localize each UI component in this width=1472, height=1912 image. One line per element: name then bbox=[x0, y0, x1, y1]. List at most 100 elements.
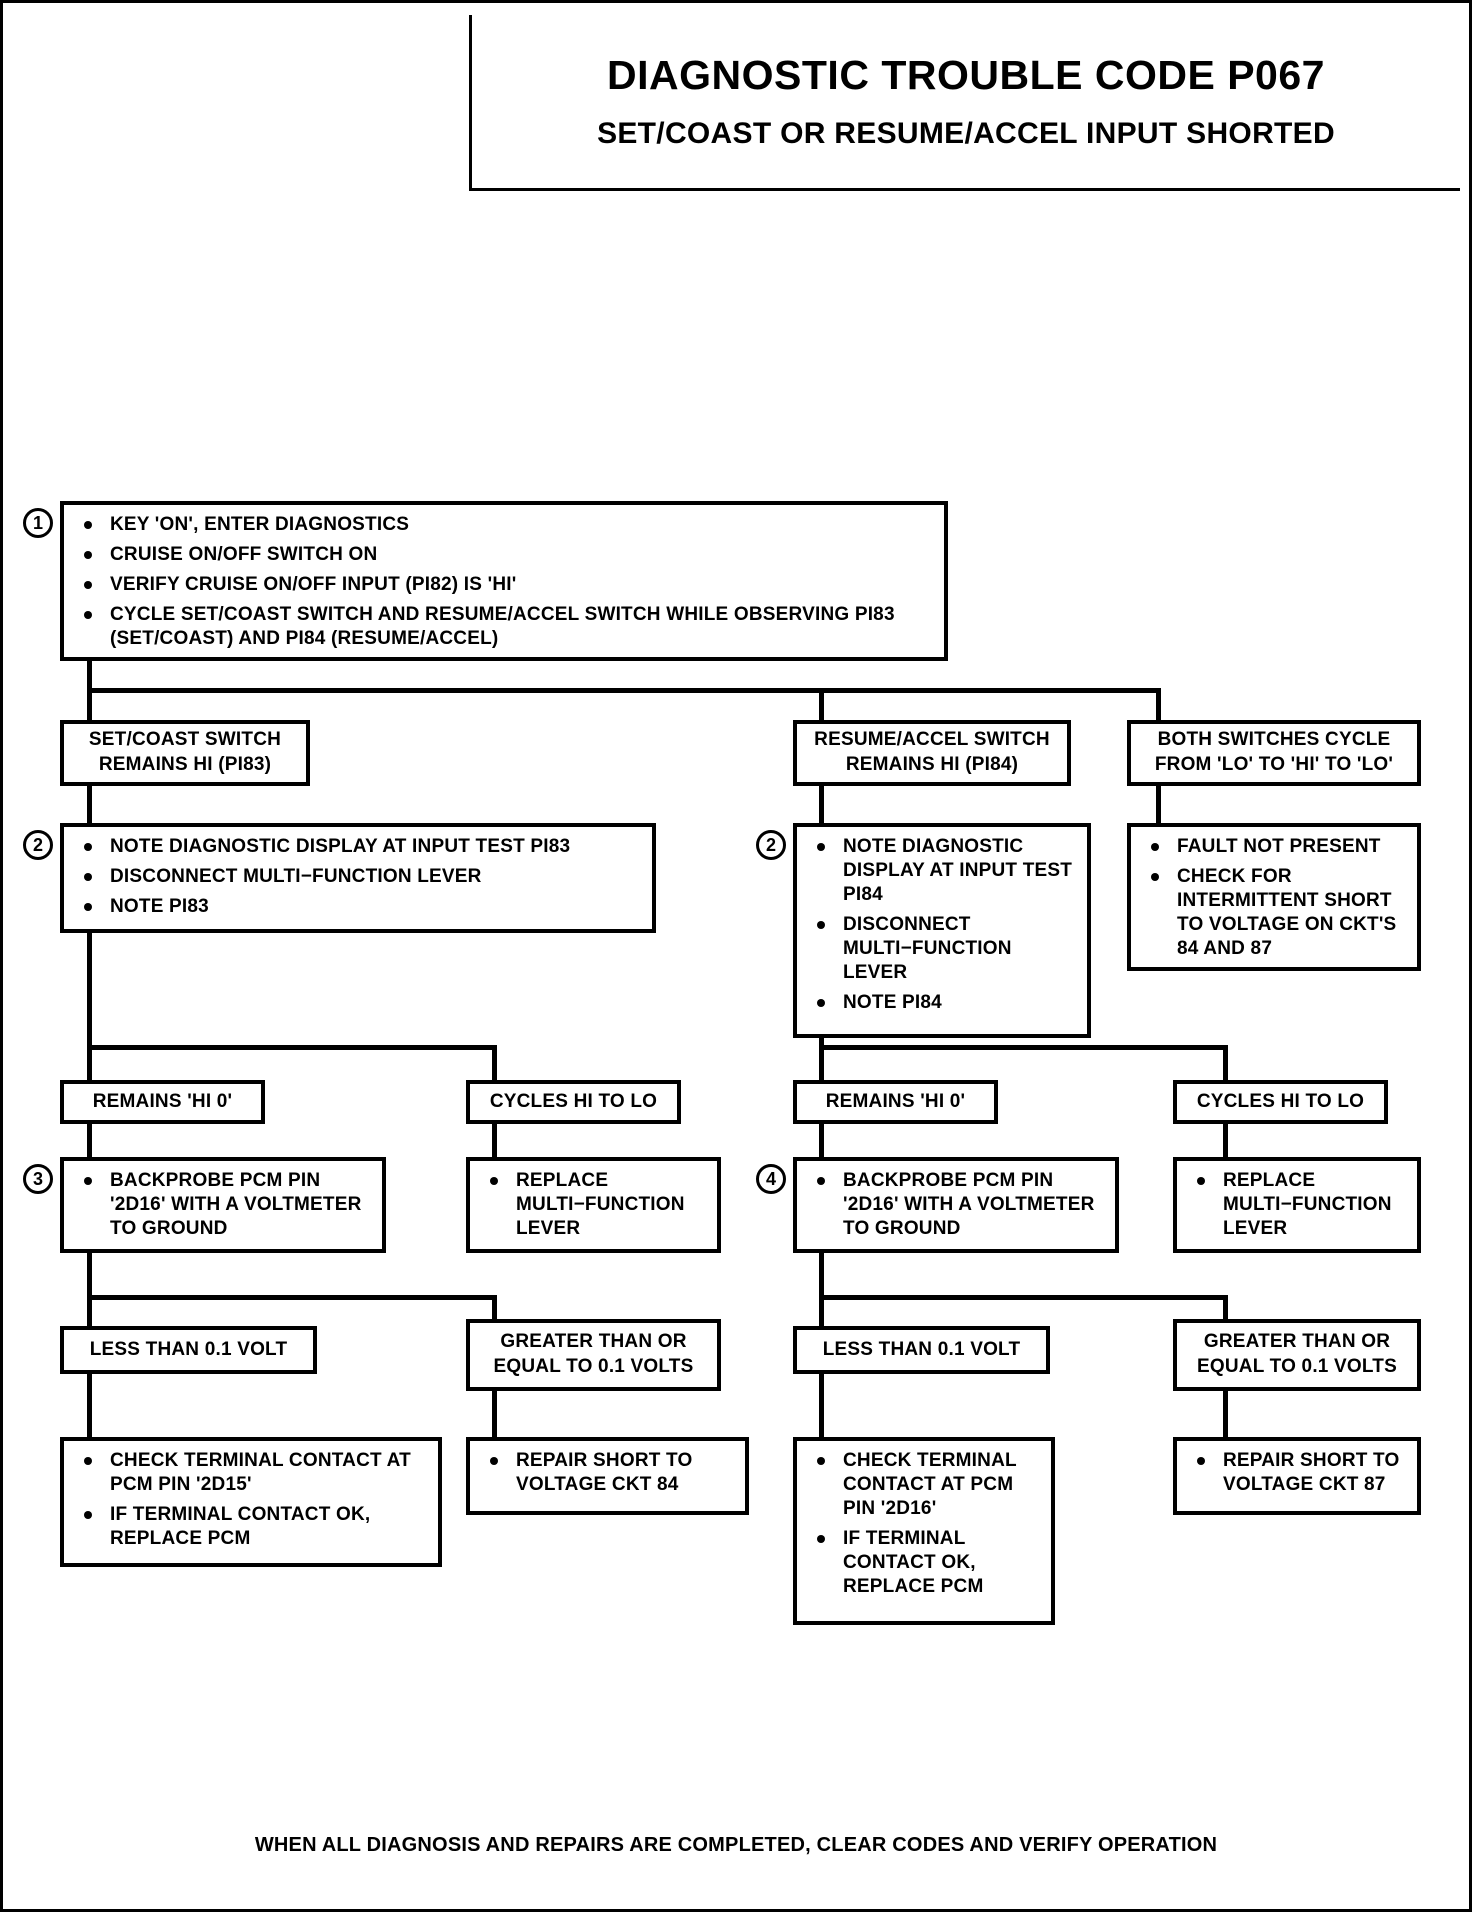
list-item: NOTE PI83 bbox=[74, 895, 642, 919]
voltage-greater-right-box: GREATER THAN OR EQUAL TO 0.1 VOLTS bbox=[1173, 1319, 1421, 1391]
result-remains-hi-right-box: REMAINS 'HI 0' bbox=[793, 1080, 998, 1124]
connector-less-left-down bbox=[87, 1374, 92, 1437]
step-2-right-box: NOTE DIAGNOSTIC DISPLAY AT INPUT TEST PI… bbox=[793, 823, 1091, 1038]
step-number-1: 1 bbox=[23, 508, 53, 538]
step-3-bullet-list: BACKPROBE PCM PIN '2D16' WITH A VOLTMETE… bbox=[74, 1169, 372, 1241]
connector-branch-right bbox=[1156, 688, 1161, 721]
check-terminal-left-bullet-list: CHECK TERMINAL CONTACT AT PCM PIN '2D15'… bbox=[74, 1449, 428, 1551]
result-label: REMAINS 'HI 0' bbox=[92, 1090, 233, 1112]
result-cycles-left-box: CYCLES HI TO LO bbox=[466, 1080, 681, 1124]
step-2-left-bullet-list: NOTE DIAGNOSTIC DISPLAY AT INPUT TEST PI… bbox=[74, 835, 642, 919]
list-item: VERIFY CRUISE ON/OFF INPUT (PI82) IS 'HI… bbox=[74, 573, 934, 597]
result-cycles-right-box: CYCLES HI TO LO bbox=[1173, 1080, 1388, 1124]
list-item: CHECK TERMINAL CONTACT AT PCM PIN '2D16' bbox=[807, 1449, 1041, 1521]
replace-lever-right-bullet-list: REPLACE MULTI−FUNCTION LEVER bbox=[1187, 1169, 1407, 1241]
step-number-2-left: 2 bbox=[23, 830, 53, 860]
list-item: KEY 'ON', ENTER DIAGNOSTICS bbox=[74, 513, 934, 537]
connector-step2-right-down bbox=[819, 1038, 824, 1080]
connector-result-bus-left bbox=[87, 1045, 497, 1050]
branch-line-1: SET/COAST SWITCH bbox=[88, 729, 282, 751]
connector-remains-right-down bbox=[819, 1124, 824, 1157]
branch-both-cycle-box: BOTH SWITCHES CYCLE FROM 'LO' TO 'HI' TO… bbox=[1127, 720, 1421, 786]
connector-cycles-right-down bbox=[1223, 1045, 1228, 1080]
repair-short-left-box: REPAIR SHORT TO VOLTAGE CKT 84 bbox=[466, 1437, 749, 1515]
replace-lever-left-box: REPLACE MULTI−FUNCTION LEVER bbox=[466, 1157, 721, 1253]
footer-note: WHEN ALL DIAGNOSIS AND REPAIRS ARE COMPL… bbox=[254, 1834, 1218, 1856]
voltage-less-left-box: LESS THAN 0.1 VOLT bbox=[60, 1326, 317, 1374]
repair-short-right-bullet-list: REPAIR SHORT TO VOLTAGE CKT 87 bbox=[1187, 1449, 1407, 1497]
title-header: DIAGNOSTIC TROUBLE CODE P067 SET/COAST O… bbox=[469, 15, 1460, 191]
step-number-2-right: 2 bbox=[756, 830, 786, 860]
list-item: IF TERMINAL CONTACT OK, REPLACE PCM bbox=[807, 1527, 1041, 1599]
page-subtitle: SET/COAST OR RESUME/ACCEL INPUT SHORTED bbox=[597, 117, 1335, 150]
repair-short-left-bullet-list: REPAIR SHORT TO VOLTAGE CKT 84 bbox=[480, 1449, 735, 1497]
connector-result-bus-right bbox=[819, 1045, 1228, 1050]
step-3-box: BACKPROBE PCM PIN '2D16' WITH A VOLTMETE… bbox=[60, 1157, 386, 1253]
result-remains-hi-left-box: REMAINS 'HI 0' bbox=[60, 1080, 265, 1124]
list-item: DISCONNECT MULTI−FUNCTION LEVER bbox=[74, 865, 642, 889]
list-item: NOTE PI84 bbox=[807, 991, 1077, 1015]
connector-branch-mid bbox=[819, 688, 824, 721]
connector-less-right-down bbox=[819, 1374, 824, 1437]
step-number-3: 3 bbox=[23, 1164, 53, 1194]
voltage-line-1: GREATER THAN OR bbox=[500, 1331, 687, 1353]
voltage-label: LESS THAN 0.1 VOLT bbox=[89, 1338, 288, 1360]
connector-branch-left bbox=[87, 688, 92, 721]
step-2-left-box: NOTE DIAGNOSTIC DISPLAY AT INPUT TEST PI… bbox=[60, 823, 656, 933]
list-item: CYCLE SET/COAST SWITCH AND RESUME/ACCEL … bbox=[74, 603, 934, 651]
list-item: REPLACE MULTI−FUNCTION LEVER bbox=[1187, 1169, 1407, 1241]
replace-lever-right-box: REPLACE MULTI−FUNCTION LEVER bbox=[1173, 1157, 1421, 1253]
branch-line-1: RESUME/ACCEL SWITCH bbox=[814, 729, 1050, 751]
connector-greater-right-down-2 bbox=[1223, 1391, 1228, 1437]
step-4-bullet-list: BACKPROBE PCM PIN '2D16' WITH A VOLTMETE… bbox=[807, 1169, 1105, 1241]
fault-not-present-bullet-list: FAULT NOT PRESENT CHECK FOR INTERMITTENT… bbox=[1141, 835, 1407, 961]
voltage-line-2: EQUAL TO 0.1 VOLTS bbox=[1197, 1356, 1397, 1377]
list-item: NOTE DIAGNOSTIC DISPLAY AT INPUT TEST PI… bbox=[807, 835, 1077, 907]
list-item: DISCONNECT MULTI−FUNCTION LEVER bbox=[807, 913, 1077, 985]
list-item: NOTE DIAGNOSTIC DISPLAY AT INPUT TEST PI… bbox=[74, 835, 642, 859]
connector-branch-bus bbox=[87, 688, 1161, 693]
check-terminal-left-box: CHECK TERMINAL CONTACT AT PCM PIN '2D15'… bbox=[60, 1437, 442, 1567]
check-terminal-right-box: CHECK TERMINAL CONTACT AT PCM PIN '2D16'… bbox=[793, 1437, 1055, 1625]
connector-setcoast-down bbox=[87, 786, 92, 824]
connector-greater-right-down bbox=[1223, 1295, 1228, 1326]
connector-step4-down bbox=[819, 1253, 824, 1326]
page-title: DIAGNOSTIC TROUBLE CODE P067 bbox=[607, 52, 1325, 98]
voltage-greater-left-box: GREATER THAN OR EQUAL TO 0.1 VOLTS bbox=[466, 1319, 721, 1391]
connector-cycles-left-down bbox=[492, 1045, 497, 1080]
branch-line-2: FROM 'LO' TO 'HI' TO 'LO' bbox=[1154, 754, 1394, 775]
result-label: CYCLES HI TO LO bbox=[489, 1090, 658, 1112]
branch-line-2: REMAINS HI (PI83) bbox=[98, 754, 272, 775]
branch-set-coast-box: SET/COAST SWITCH REMAINS HI (PI83) bbox=[60, 720, 310, 786]
list-item: FAULT NOT PRESENT bbox=[1141, 835, 1407, 859]
step-1-box: KEY 'ON', ENTER DIAGNOSTICS CRUISE ON/OF… bbox=[60, 501, 948, 661]
step-2-right-bullet-list: NOTE DIAGNOSTIC DISPLAY AT INPUT TEST PI… bbox=[807, 835, 1077, 1015]
result-label: REMAINS 'HI 0' bbox=[825, 1090, 966, 1112]
step-number-4: 4 bbox=[756, 1164, 786, 1194]
list-item: REPAIR SHORT TO VOLTAGE CKT 87 bbox=[1187, 1449, 1407, 1497]
branch-line-2: REMAINS HI (PI84) bbox=[845, 754, 1019, 775]
connector-both-down bbox=[1156, 786, 1161, 824]
connector-remains-left-down bbox=[87, 1124, 92, 1157]
fault-not-present-box: FAULT NOT PRESENT CHECK FOR INTERMITTENT… bbox=[1127, 823, 1421, 971]
branch-line-1: BOTH SWITCHES CYCLE bbox=[1157, 729, 1391, 751]
connector-greater-left-down-2 bbox=[492, 1391, 497, 1437]
list-item: REPAIR SHORT TO VOLTAGE CKT 84 bbox=[480, 1449, 735, 1497]
connector-voltage-bus-left bbox=[87, 1295, 497, 1300]
connector-greater-left-down bbox=[492, 1295, 497, 1326]
step-4-box: BACKPROBE PCM PIN '2D16' WITH A VOLTMETE… bbox=[793, 1157, 1119, 1253]
list-item: BACKPROBE PCM PIN '2D16' WITH A VOLTMETE… bbox=[807, 1169, 1105, 1241]
connector-step1-down bbox=[87, 661, 92, 691]
connector-voltage-bus-right bbox=[819, 1295, 1228, 1300]
voltage-line-1: GREATER THAN OR bbox=[1203, 1331, 1391, 1353]
connector-cycles-right-down-2 bbox=[1223, 1124, 1228, 1157]
replace-lever-left-bullet-list: REPLACE MULTI−FUNCTION LEVER bbox=[480, 1169, 707, 1241]
list-item: BACKPROBE PCM PIN '2D16' WITH A VOLTMETE… bbox=[74, 1169, 372, 1241]
connector-cycles-left-down-2 bbox=[492, 1124, 497, 1157]
list-item: IF TERMINAL CONTACT OK, REPLACE PCM bbox=[74, 1503, 428, 1551]
repair-short-right-box: REPAIR SHORT TO VOLTAGE CKT 87 bbox=[1173, 1437, 1421, 1515]
list-item: REPLACE MULTI−FUNCTION LEVER bbox=[480, 1169, 707, 1241]
voltage-label: LESS THAN 0.1 VOLT bbox=[822, 1338, 1021, 1360]
connector-step3-down bbox=[87, 1253, 92, 1326]
